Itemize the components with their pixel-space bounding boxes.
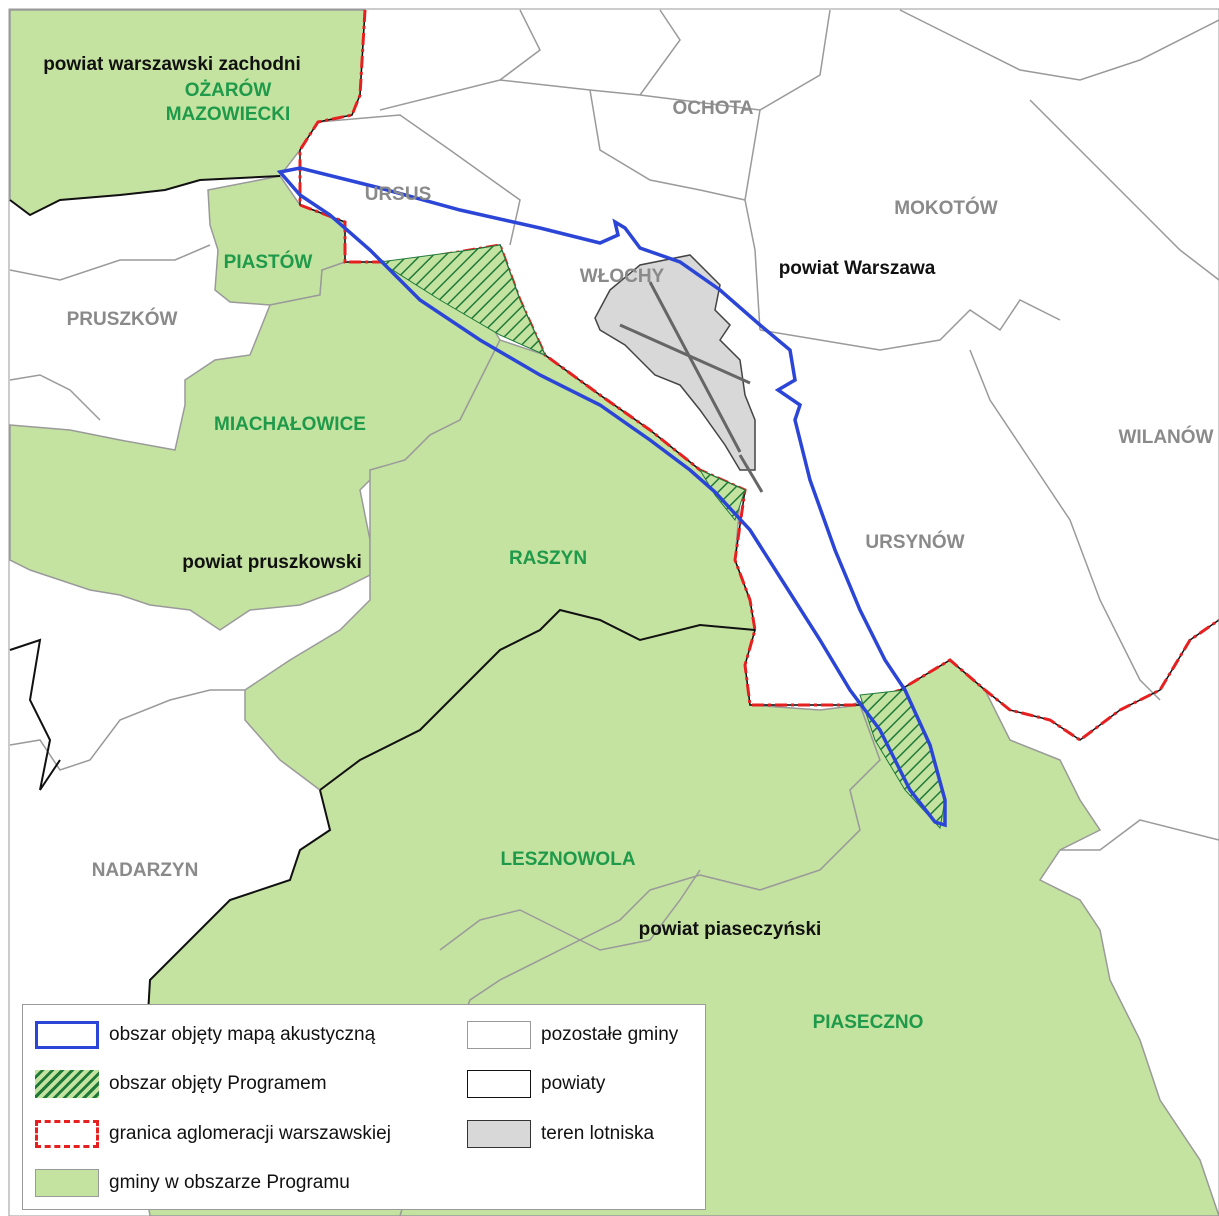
label-ursynow: URSYNÓW bbox=[865, 531, 964, 553]
powiat-border-pruszkowski-piaseczynski bbox=[319, 608, 756, 791]
map-frame bbox=[8, 8, 1219, 1216]
legend-symbol-green-hatch bbox=[35, 1070, 99, 1098]
airport-runway-3 bbox=[738, 454, 764, 493]
boundary-north-1 bbox=[499, 9, 541, 81]
label-wlochy: WŁOCHY bbox=[580, 266, 665, 287]
boundary-ochota-mokotow bbox=[744, 109, 761, 331]
label-lesznowola: LESZNOWOLA bbox=[500, 849, 635, 870]
label-ozarow-line2: MAZOWIECKI bbox=[166, 104, 291, 125]
legend-symbol-gray-outline bbox=[467, 1021, 531, 1049]
legend-item-acoustic-map: obszar objęty mapą akustyczną bbox=[35, 1019, 375, 1051]
legend-label: powiaty bbox=[541, 1073, 606, 1094]
legend-label: obszar objęty mapą akustyczną bbox=[109, 1024, 376, 1045]
label-pruszkow: PRUSZKÓW bbox=[67, 308, 178, 330]
powiat-border-warszawski-zachodni bbox=[9, 175, 281, 217]
label-powiat-warszawa: powiat Warszawa bbox=[779, 258, 936, 279]
legend-symbol-red-dashed bbox=[35, 1120, 99, 1148]
boundary-pruszkow-north bbox=[9, 244, 211, 281]
label-wilanow: WILANÓW bbox=[1119, 426, 1214, 448]
label-piaseczno: PIASECZNO bbox=[813, 1012, 924, 1033]
label-powiat-piaseczynski: powiat piaseczyński bbox=[639, 919, 822, 940]
boundary-piaseczno-east bbox=[1060, 819, 1219, 851]
boundary-pruszkow-east bbox=[9, 374, 101, 421]
label-michalowice: MIACHAŁOWICE bbox=[214, 414, 366, 435]
legend-item-program-area: obszar objęty Programem bbox=[35, 1068, 327, 1100]
boundary-nadarzyn bbox=[9, 689, 245, 771]
boundary-ochota-wlochy bbox=[589, 89, 746, 201]
powiat-border-west bbox=[9, 638, 61, 791]
powiat-border-nadarzyn bbox=[139, 789, 332, 1151]
legend-item-powiaty: powiaty bbox=[467, 1068, 605, 1100]
map-legend: obszar objęty mapą akustyczną obszar obj… bbox=[22, 1004, 706, 1210]
legend-symbol-black-outline bbox=[467, 1070, 531, 1098]
boundary-mokotow-wilanow bbox=[1029, 99, 1219, 281]
legend-item-agglomeration-border: granica aglomeracji warszawskiej bbox=[35, 1118, 391, 1150]
label-nadarzyn: NADARZYN bbox=[92, 860, 199, 881]
legend-label: obszar objęty Programem bbox=[109, 1073, 327, 1094]
boundary-mokotow-east bbox=[899, 9, 1219, 81]
label-raszyn: RASZYN bbox=[509, 548, 587, 569]
airport-runway-2 bbox=[648, 281, 742, 453]
label-powiat-pruszkowski: powiat pruszkowski bbox=[182, 552, 361, 573]
program-area-1 bbox=[378, 244, 546, 356]
acoustic-map-outline bbox=[276, 166, 947, 828]
label-piastow: PIASTÓW bbox=[224, 251, 313, 273]
label-mokotow: MOKOTÓW bbox=[894, 197, 997, 219]
legend-item-program-gminy: gminy w obszarze Programu bbox=[35, 1167, 350, 1199]
label-powiat-warszawski-zachodni: powiat warszawski zachodni bbox=[43, 54, 301, 75]
boundary-mokotow-south bbox=[759, 299, 1061, 351]
gmina-boundaries bbox=[9, 9, 1219, 951]
legend-item-other-gminy: pozostałe gminy bbox=[467, 1019, 678, 1051]
legend-item-airport: teren lotniska bbox=[467, 1118, 654, 1150]
legend-symbol-blue-outline bbox=[35, 1021, 99, 1049]
label-ozarow-line1: OŻARÓW bbox=[185, 79, 272, 101]
boundary-ochota bbox=[379, 9, 831, 111]
powiat-boundaries bbox=[9, 175, 756, 1151]
legend-label: gminy w obszarze Programu bbox=[109, 1172, 350, 1193]
legend-label: granica aglomeracji warszawskiej bbox=[109, 1123, 391, 1144]
airport-runway-1 bbox=[619, 323, 751, 385]
boundary-ursus-wlochy bbox=[317, 114, 521, 246]
label-ursus: URSUS bbox=[365, 184, 432, 205]
boundary-ursynow-wilanow bbox=[969, 349, 1161, 701]
boundary-piaseczno-west bbox=[439, 869, 701, 951]
legend-label: teren lotniska bbox=[541, 1123, 655, 1144]
legend-label: pozostałe gminy bbox=[541, 1024, 679, 1045]
boundary-north-2 bbox=[639, 9, 681, 96]
legend-symbol-green-fill bbox=[35, 1169, 99, 1197]
label-ochota: OCHOTA bbox=[673, 98, 754, 119]
legend-symbol-gray-fill bbox=[467, 1120, 531, 1148]
